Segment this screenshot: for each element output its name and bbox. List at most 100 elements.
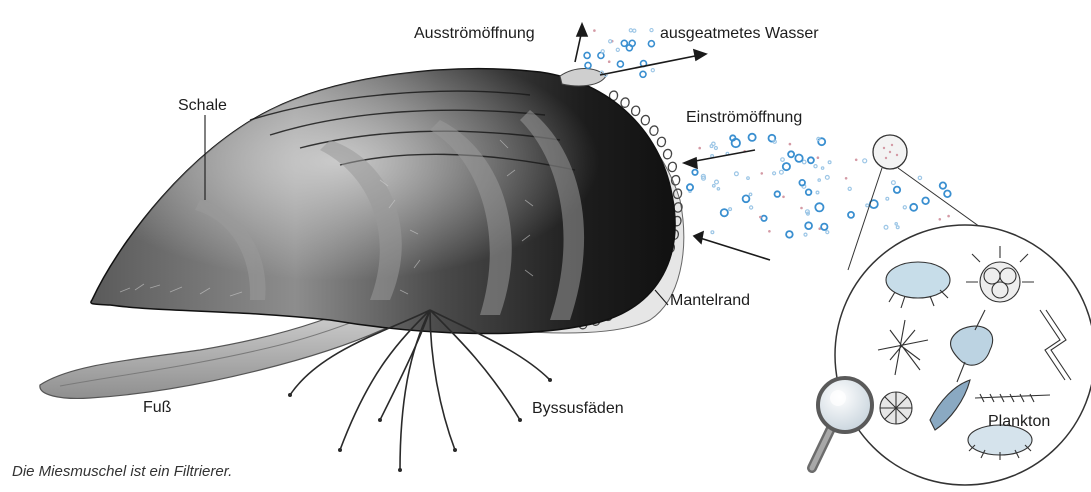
water-bubble [816,191,819,194]
water-bubble [715,180,719,184]
water-bubble [710,145,713,148]
label-schale: Schale [178,97,227,114]
water-bubble [866,204,869,207]
water-bubble [894,187,900,193]
water-bubble [795,155,802,162]
mantle-frill [632,106,640,115]
mantle-frill [664,149,672,158]
water-bubble [804,233,807,236]
water-bubble [903,206,906,209]
water-bubble [782,196,785,199]
mantle-frill [641,115,649,124]
water-bubble [808,157,814,163]
water-bubble [633,29,636,32]
water-bubble [743,195,750,202]
water-bubble [848,212,854,218]
water-bubble [780,170,784,174]
water-bubble [759,216,762,219]
water-bubble [848,187,851,190]
water-bubble [585,62,591,68]
water-bubble [621,40,627,46]
water-bubble [940,182,946,188]
exhalant-siphon [560,69,606,86]
water-bubble [947,215,950,218]
magnifier-icon [812,378,872,468]
water-bubble [783,163,790,170]
water-bubble [711,231,714,234]
label-mantelrand: Mantelrand [670,292,750,309]
water-bubble [768,230,771,233]
mantle-frill [621,98,629,107]
water-bubble [773,172,776,175]
label-einstroemoeffnung: Einströmöffnung [686,109,802,126]
mantle-frill [650,126,658,135]
water-bubble [818,179,820,181]
water-bubble [714,147,717,150]
water-bubble [616,48,619,51]
label-fuss: Fuß [143,399,172,416]
water-bubble [608,60,611,63]
water-bubble [896,226,899,229]
water-bubble [650,29,653,32]
water-bubble [747,177,750,180]
water-bubble [648,41,654,47]
water-bubble [749,193,752,196]
water-bubble [593,29,596,32]
water-bubble [735,172,739,176]
water-bubble [939,218,942,221]
water-bubble [918,176,921,179]
water-bubble [845,177,848,180]
water-bubble [698,147,701,150]
water-bubble [855,159,858,162]
water-bubble [773,140,776,143]
water-bubble [821,167,823,169]
water-bubble [775,191,781,197]
label-byssusfaeden: Byssusfäden [532,400,624,417]
water-bubble [802,160,806,164]
water-bubble [895,223,897,225]
water-bubble [886,197,889,200]
water-bubble [800,207,803,210]
water-bubble [817,156,820,159]
water-bubble [821,224,827,230]
water-bubble [818,138,825,145]
water-bubble [781,158,785,162]
label-ausstroemoeffnung: Ausströmöffnung [414,25,535,42]
water-bubble [805,222,812,229]
water-bubble [713,185,716,188]
water-bubble [789,143,792,146]
water-bubble [717,188,719,190]
water-bubble [692,170,697,175]
water-bubble [884,225,888,229]
water-bubble [609,40,612,43]
water-bubble [584,52,590,58]
water-bubble [640,71,646,77]
water-bubble [806,189,812,195]
water-bubble [721,209,728,216]
inflow-bubbles [687,134,951,238]
water-bubble [761,172,764,175]
water-bubble [799,180,805,186]
water-bubble [825,176,829,180]
water-bubble [910,204,917,211]
byssus-attachments [288,378,552,472]
mantle-frill [668,162,676,171]
water-bubble [730,135,735,140]
water-bubble [601,50,604,53]
mantle-frill [657,137,665,146]
water-bubble [814,165,817,168]
water-bubble [863,159,867,163]
water-bubble [826,231,829,234]
water-bubble [729,208,732,211]
water-bubble [786,231,793,238]
water-bubble [651,69,654,72]
water-bubble [828,161,831,164]
water-bubble [629,29,632,32]
caption: Die Miesmuschel ist ein Filtrierer. [12,463,232,480]
water-bubble [761,216,766,221]
water-bubble [815,203,823,211]
label-plankton: Plankton [988,413,1050,430]
water-bubble [922,198,929,205]
label-ausgeatmetes-wasser: ausgeatmetes Wasser [660,25,819,42]
